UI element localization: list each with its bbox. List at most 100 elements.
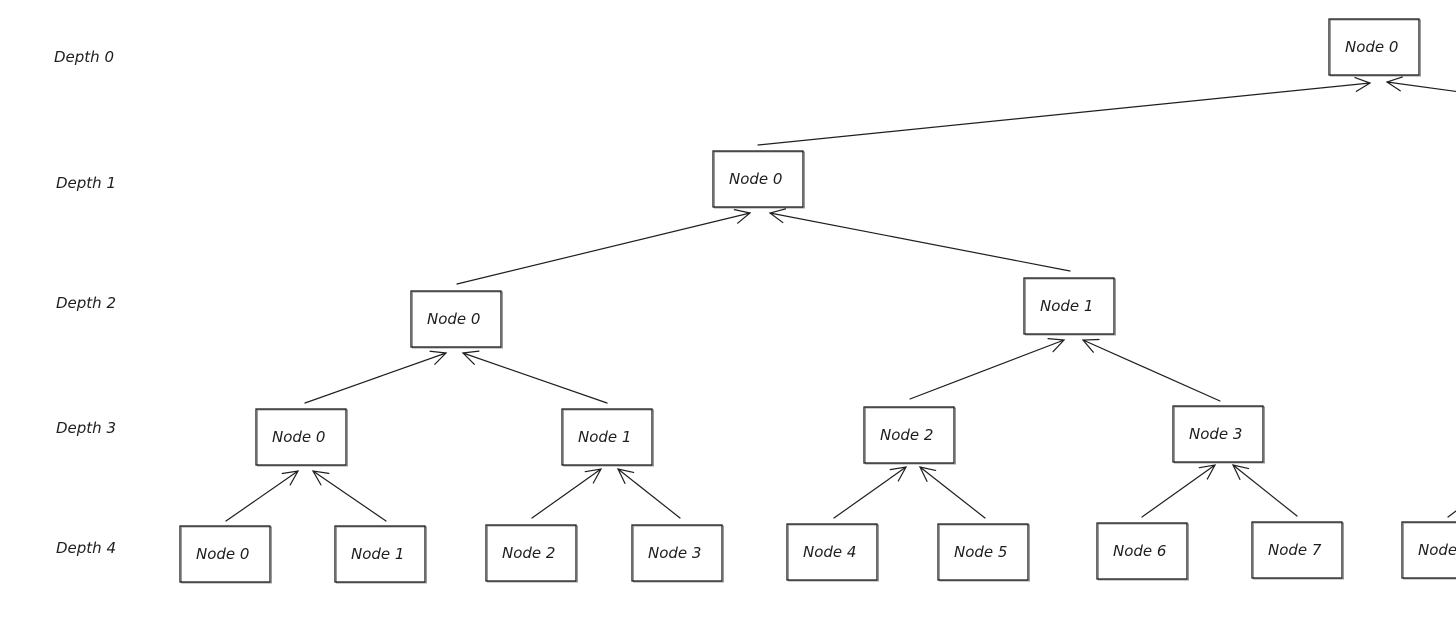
edge-line: [919, 466, 986, 519]
edge-line: [769, 212, 1071, 272]
node-d4n3: Node 3: [631, 524, 724, 583]
node-box: [863, 406, 955, 464]
arrow-head-icon: [616, 468, 635, 484]
edge-d4n2-to-d3n1: [531, 468, 603, 519]
node-box: [410, 290, 502, 348]
arrow-head-icon: [768, 208, 787, 224]
arrow-head-icon: [1081, 338, 1100, 353]
depth-label-3: Depth 3: [56, 419, 116, 437]
node-d4n0: Node 0: [179, 525, 272, 584]
edge-line: [1082, 339, 1221, 402]
edge-offscreen-to-d4n8: [1447, 510, 1456, 518]
node-box-stroke: [939, 524, 1030, 582]
node-label: Node 0: [427, 310, 480, 328]
arrow-head-icon: [1047, 338, 1066, 353]
edge-line: [1141, 464, 1216, 518]
edge-d4n4-to-d3n2: [833, 466, 908, 519]
node-label: Node 3: [1189, 425, 1242, 443]
node-box: [1251, 521, 1343, 579]
node-label: Node: [1418, 541, 1456, 559]
edge-d3n1-to-d2n0: [461, 350, 608, 404]
node-label: Node 0: [272, 428, 325, 446]
node-d1n0: Node 0: [712, 150, 805, 209]
node-box: [1328, 18, 1420, 76]
edge-d2n1-to-d1n0: [768, 208, 1071, 272]
node-label: Node 1: [351, 545, 404, 563]
arrow-head-icon: [1385, 76, 1403, 92]
node-box: [179, 525, 271, 583]
node-box-stroke: [412, 291, 503, 349]
node-d4n6: Node 6: [1096, 522, 1189, 581]
node-box: [631, 524, 723, 582]
edge-line: [456, 212, 751, 285]
arrow-head-icon: [733, 209, 752, 224]
node-label: Node 0: [1345, 38, 1398, 56]
depth-label-4: Depth 4: [56, 539, 116, 557]
node-box-stroke: [257, 409, 348, 467]
arrow-head-icon: [311, 470, 330, 486]
edges-layer: [225, 76, 1456, 522]
node-label: Node 2: [502, 544, 555, 562]
edge-line: [1447, 510, 1456, 518]
node-d3n0: Node 0: [255, 408, 348, 467]
node-box-stroke: [1253, 522, 1344, 580]
node-box: [786, 523, 878, 581]
node-box: [255, 408, 347, 466]
node-box-stroke: [1098, 523, 1189, 581]
edge-line: [1232, 464, 1298, 517]
edge-line: [531, 468, 602, 519]
node-box: [485, 524, 577, 582]
node-d3n3: Node 3: [1172, 405, 1265, 464]
arrow-head-icon: [584, 468, 603, 484]
edge-d2n0-to-d1n0: [456, 209, 752, 285]
node-box: [1023, 277, 1115, 335]
node-d4n8: Node: [1401, 521, 1456, 580]
arrow-head-icon: [1231, 464, 1250, 481]
arrow-head-icon: [1198, 464, 1217, 480]
arrow-head-icon: [889, 466, 908, 482]
nodes-layer: Node 0 Node 0 Node 0 Node 1 Node 0 Node 1 Node…: [179, 18, 1456, 584]
node-label: Node 0: [196, 545, 249, 563]
node-box: [1096, 522, 1188, 580]
node-box: [1172, 405, 1264, 463]
node-label: Node 4: [803, 543, 856, 561]
edge-line: [1386, 81, 1456, 93]
node-box: [937, 523, 1029, 581]
node-label: Node 7: [1268, 541, 1322, 559]
node-box: [1401, 521, 1456, 579]
edge-line: [757, 82, 1371, 146]
node-d4n5: Node 5: [937, 523, 1030, 582]
edge-d4n5-to-d3n2: [918, 466, 986, 519]
node-box-stroke: [1403, 522, 1456, 580]
node-label: Node 6: [1113, 542, 1166, 560]
edge-line: [462, 352, 608, 404]
node-d4n4: Node 4: [786, 523, 879, 582]
node-box-stroke: [1174, 406, 1265, 464]
edge-line: [225, 470, 299, 522]
depth-label-2: Depth 2: [56, 294, 116, 312]
edge-line: [833, 466, 907, 519]
edge-line: [617, 468, 681, 519]
node-box-stroke: [788, 524, 879, 582]
depth-label-1: Depth 1: [56, 174, 116, 192]
arrow-head-icon: [429, 350, 448, 365]
edge-d3n0-to-d2n0: [304, 350, 448, 404]
node-d3n2: Node 2: [863, 406, 956, 465]
node-box: [561, 408, 653, 466]
node-label: Node 2: [880, 426, 933, 444]
depth-labels: Depth 0 Depth 1 Depth 2 Depth 3 Depth 4: [54, 48, 116, 557]
node-box-stroke: [563, 409, 654, 467]
edge-d3n3-to-d2n1: [1081, 338, 1221, 402]
node-d2n1: Node 1: [1023, 277, 1116, 336]
node-label: Node 5: [954, 543, 1007, 561]
node-d4n1: Node 1: [334, 525, 427, 584]
node-label: Node 1: [1040, 297, 1093, 315]
arrow-head-icon: [1354, 76, 1372, 92]
node-box-stroke: [633, 525, 724, 583]
node-d0n0: Node 0: [1328, 18, 1421, 77]
edge-d1n0-to-d0n0: [757, 76, 1372, 146]
edge-d4n0-to-d3n0: [225, 470, 300, 522]
node-box-stroke: [1025, 278, 1116, 336]
node-box-stroke: [487, 525, 578, 583]
